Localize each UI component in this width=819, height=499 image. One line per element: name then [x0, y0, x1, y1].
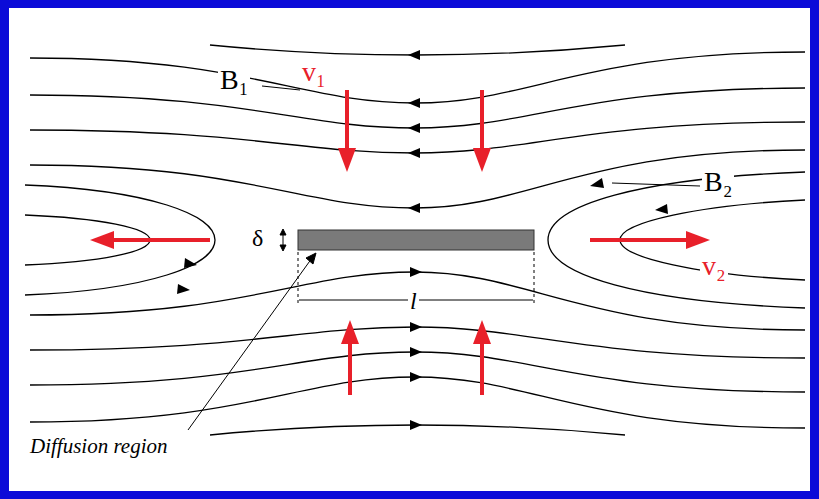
velocity-label: v₂: [700, 252, 728, 280]
region-caption: Diffusion region: [28, 436, 169, 457]
field-label: B₁: [218, 66, 250, 94]
leader-lines: [188, 86, 700, 430]
diffusion-region: [298, 230, 534, 250]
delta-marker: [280, 229, 286, 251]
length-label: l: [408, 289, 419, 313]
flow-arrows: [90, 90, 710, 395]
thickness-label: δ: [250, 226, 265, 250]
field-label: B₂: [702, 168, 734, 196]
field-lines: [25, 45, 805, 435]
velocity-label: v₁: [300, 58, 328, 86]
